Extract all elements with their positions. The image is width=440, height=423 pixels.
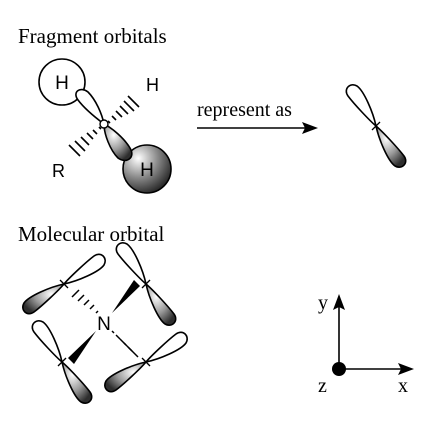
y-axis-arrowhead xyxy=(333,294,345,310)
heading-molecular-orbital: Molecular orbital xyxy=(18,222,165,246)
hashed-bond-lower-right xyxy=(111,330,139,358)
orbital-lower-left xyxy=(31,320,93,404)
arrow-label: represent as xyxy=(197,99,292,121)
represent-arrow: represent as xyxy=(197,99,318,134)
orbital-upper-right xyxy=(115,242,177,326)
atom-h-top-label: H xyxy=(55,73,69,94)
y-axis-label: y xyxy=(318,292,328,314)
fragment-orbital-group: H H H R xyxy=(38,58,172,194)
atom-h-bottom-sphere xyxy=(122,144,172,194)
atom-h-right-label: H xyxy=(146,75,159,95)
bond-lobe-shaded xyxy=(103,122,133,162)
molecular-orbital-group: N xyxy=(22,242,188,404)
atom-n-label: N xyxy=(97,314,111,335)
hashed-bond-r xyxy=(68,126,102,157)
carbon-center xyxy=(99,119,109,129)
orbital-upper-left xyxy=(22,253,106,315)
z-axis-label: z xyxy=(318,375,327,397)
hashed-bond-upper-left xyxy=(71,289,99,314)
atom-h-bottom-label: H xyxy=(140,160,154,181)
coordinate-axes: y x z xyxy=(318,292,414,397)
simplified-orbital xyxy=(345,84,407,168)
orbital-lower-right xyxy=(104,331,188,393)
wedge-bond-upper-right xyxy=(112,280,140,313)
bond-lobe-white xyxy=(75,88,106,126)
arrow-head xyxy=(302,122,318,134)
wedge-bond-lower-left xyxy=(68,331,96,364)
x-axis-arrowhead xyxy=(398,363,414,375)
x-axis-label: x xyxy=(398,375,408,397)
heading-fragment-orbitals: Fragment orbitals xyxy=(18,24,167,48)
z-axis-dot xyxy=(332,362,346,376)
hashed-bond-h xyxy=(107,95,140,124)
atom-h-top-sphere xyxy=(38,58,86,106)
atom-r-label: R xyxy=(52,161,65,181)
